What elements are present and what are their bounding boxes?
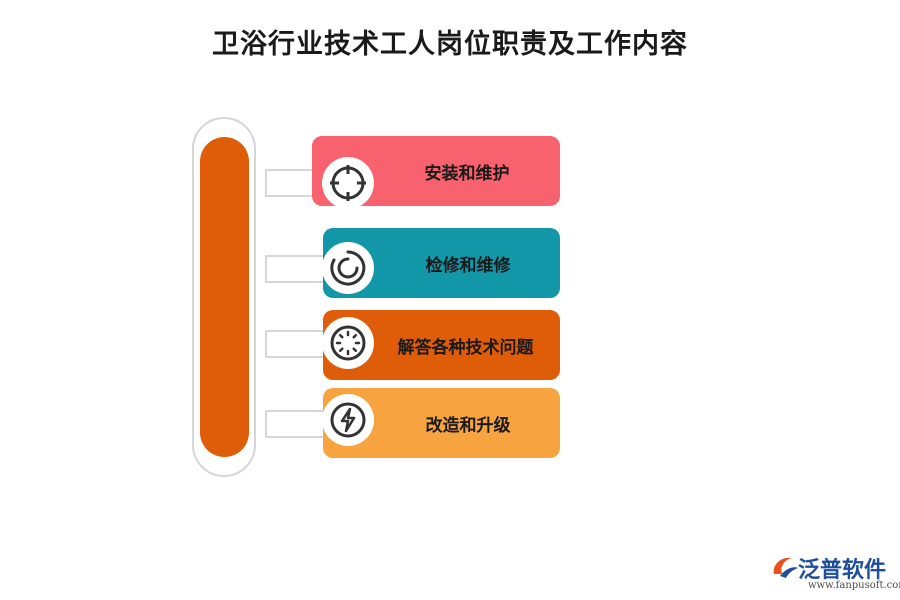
crosshair-icon: [322, 157, 374, 209]
timeline-pill-bar: [200, 137, 249, 457]
brand-url: www.fanpusoft.com: [808, 580, 900, 591]
page-title: 卫浴行业技术工人岗位职责及工作内容: [212, 29, 688, 60]
lightning-icon: [322, 394, 374, 446]
item-label: 安装和维护: [424, 163, 510, 184]
item-label: 解答各种技术问题: [397, 337, 534, 358]
item-label: 改造和升级: [425, 415, 511, 436]
brand-logo: 泛普软件 www.fanpusoft.com: [770, 552, 900, 596]
brand-logo-icon: [773, 557, 798, 578]
item-label: 检修和维修: [425, 255, 511, 276]
dotted-circle-icon: [322, 317, 374, 369]
brand-name: 泛普软件: [798, 558, 887, 583]
refresh-ring-icon: [322, 242, 374, 294]
